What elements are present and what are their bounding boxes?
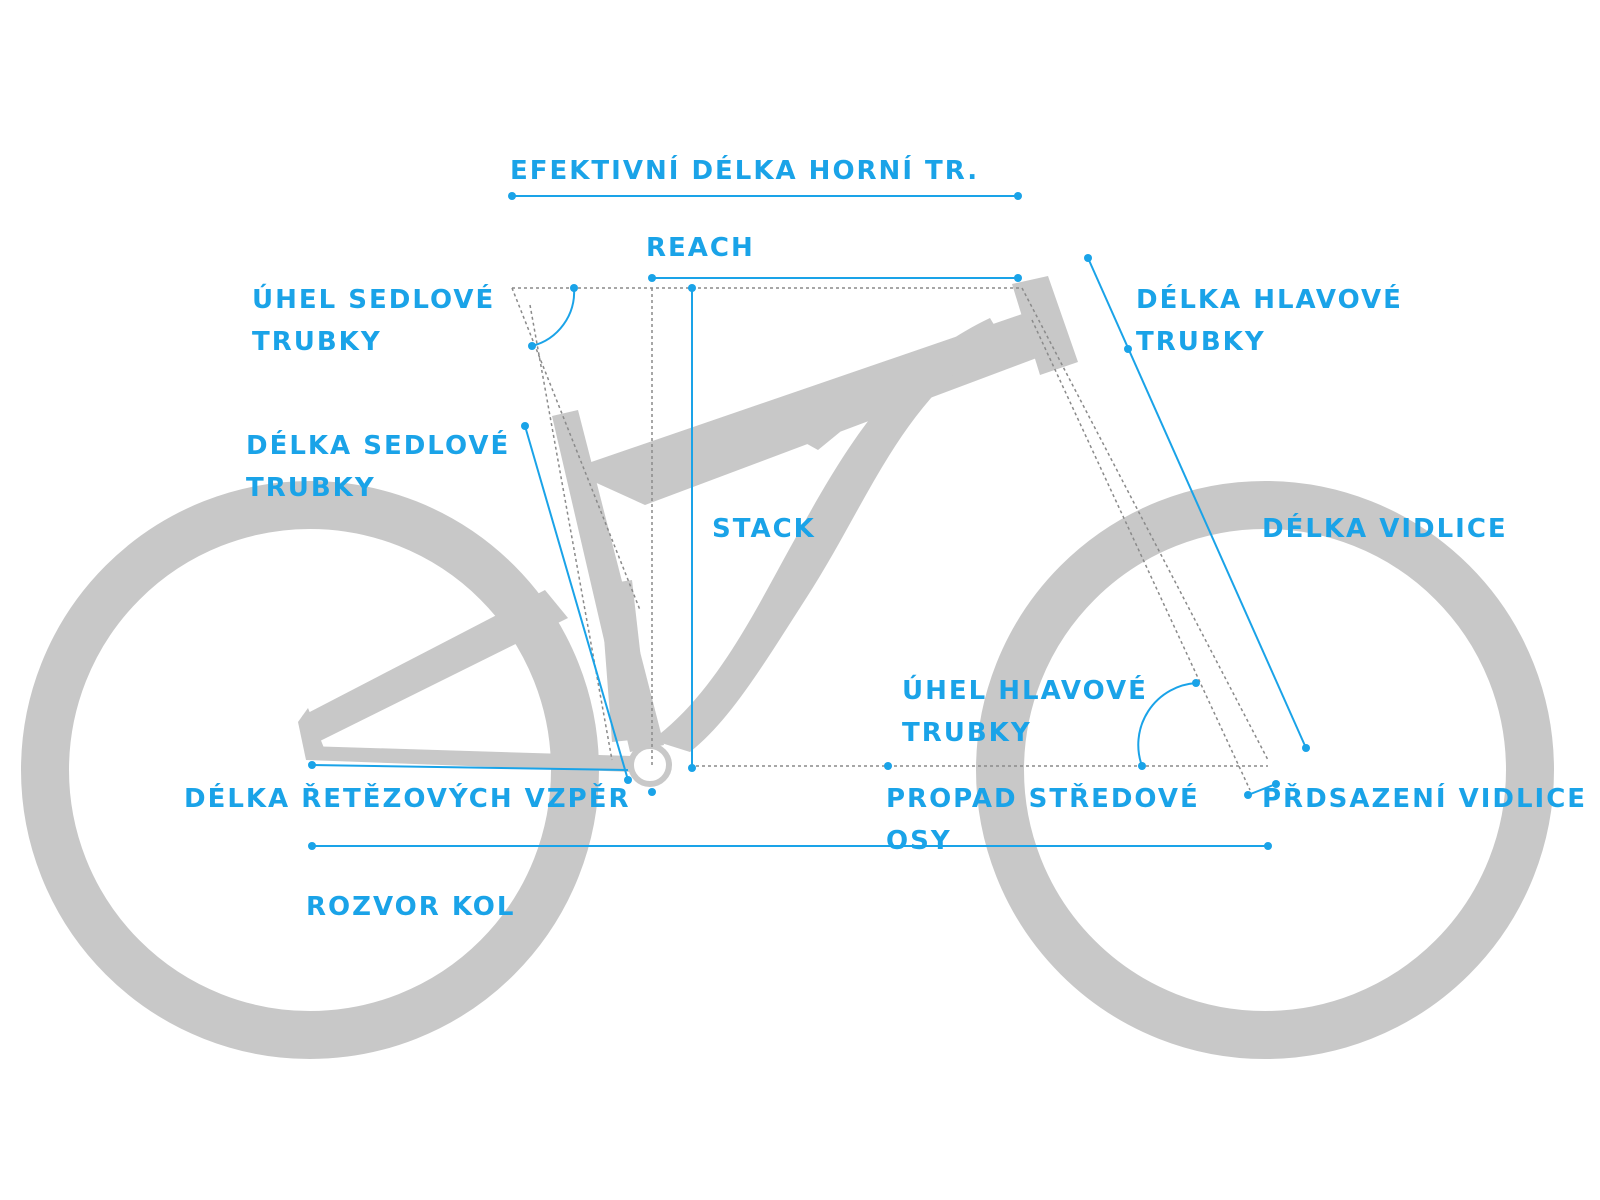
- marker-dot: [1192, 679, 1200, 687]
- marker-dot: [648, 788, 656, 796]
- marker-dot: [1124, 345, 1132, 353]
- marker-dot: [1264, 842, 1272, 850]
- marker-dot: [648, 274, 656, 282]
- rear-wheel: [21, 481, 599, 1059]
- label-chainstay: DÉLKA ŘETĚZOVÝCH VZPĚR: [184, 784, 631, 814]
- label-seat-tube-length-line2: TRUBKY: [246, 473, 376, 503]
- label-fork-offset: PŘDSAZENÍ VIDLICE: [1262, 784, 1588, 814]
- marker-dot: [521, 422, 529, 430]
- marker-dot: [1244, 791, 1252, 799]
- marker-dot: [884, 762, 892, 770]
- marker-dot: [1302, 744, 1310, 752]
- marker-dot: [688, 764, 696, 772]
- label-seat-tube-length-line1: DÉLKA SEDLOVÉ: [246, 431, 511, 461]
- label-head-angle-line2: TRUBKY: [902, 718, 1032, 748]
- label-bb-drop-line1: PROPAD STŘEDOVÉ: [886, 784, 1200, 814]
- label-wheelbase: ROZVOR KOL: [306, 892, 516, 922]
- marker-dot: [1272, 780, 1280, 788]
- label-head-tube-length-line1: DÉLKA HLAVOVÉ: [1136, 285, 1403, 315]
- label-bb-drop-line2: OSY: [886, 826, 952, 856]
- label-stack: STACK: [712, 514, 816, 544]
- label-seat-angle-line1: ÚHEL SEDLOVÉ: [252, 285, 496, 315]
- bike-frame: [298, 276, 1078, 787]
- marker-dot: [688, 284, 696, 292]
- measurement-lines: [311, 195, 1307, 847]
- front-wheel: [976, 481, 1554, 1059]
- label-reach: REACH: [646, 233, 755, 263]
- marker-dot: [528, 342, 536, 350]
- guide-lines: [511, 287, 1269, 791]
- label-top-tube: EFEKTIVNÍ DÉLKA HORNÍ TR.: [510, 156, 980, 186]
- measurement-markers: [308, 192, 1310, 850]
- label-bb-drop: PROPAD STŘEDOVÉ OSY: [886, 778, 1200, 862]
- label-seat-angle-line2: TRUBKY: [252, 327, 382, 357]
- marker-dot: [570, 284, 578, 292]
- label-head-angle: ÚHEL HLAVOVÉ TRUBKY: [902, 670, 1148, 754]
- marker-dot: [624, 776, 632, 784]
- marker-dot: [308, 761, 316, 769]
- label-fork-length: DÉLKA VIDLICE: [1262, 514, 1508, 544]
- marker-dot: [1084, 254, 1092, 262]
- label-head-tube-length: DÉLKA HLAVOVÉ TRUBKY: [1136, 279, 1403, 363]
- marker-dot: [1014, 274, 1022, 282]
- label-seat-tube-length: DÉLKA SEDLOVÉ TRUBKY: [246, 425, 510, 509]
- label-head-tube-length-line2: TRUBKY: [1136, 327, 1266, 357]
- label-head-angle-line1: ÚHEL HLAVOVÉ: [902, 676, 1148, 706]
- marker-dot: [1138, 762, 1146, 770]
- label-seat-angle: ÚHEL SEDLOVÉ TRUBKY: [252, 279, 495, 363]
- marker-dot: [508, 192, 516, 200]
- marker-dot: [1014, 192, 1022, 200]
- marker-dot: [308, 842, 316, 850]
